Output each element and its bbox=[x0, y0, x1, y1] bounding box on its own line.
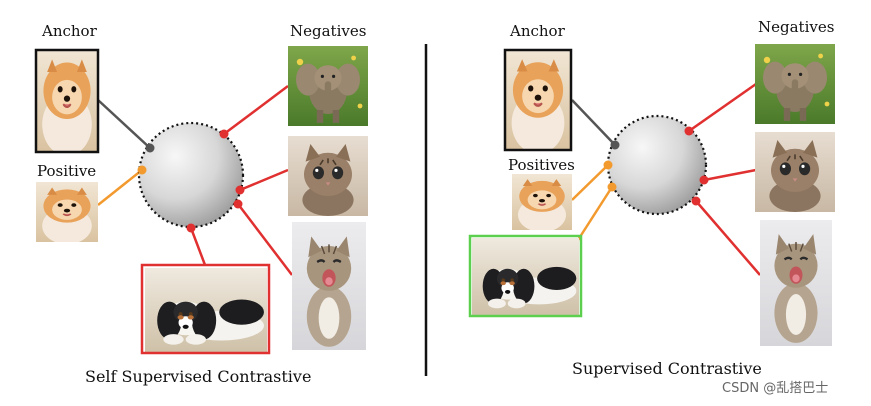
right-negative-link-2 bbox=[703, 168, 757, 182]
right-negative-dot-3 bbox=[691, 196, 701, 206]
left-caption: Self Supervised Contrastive bbox=[85, 367, 311, 386]
left-negative-link-3 bbox=[237, 203, 293, 276]
right-positive-image-pomeranian bbox=[512, 174, 572, 230]
left-negative-dot-2 bbox=[235, 185, 245, 195]
left-positive-label: Positive bbox=[37, 162, 96, 180]
left-negative-image-elephant bbox=[288, 46, 368, 126]
left-negatives-label: Negatives bbox=[290, 22, 366, 40]
right-embedding-sphere bbox=[606, 114, 708, 216]
watermark: CSDN @乱搭巴士 bbox=[722, 380, 828, 396]
right-negative-image-yawning-kitten bbox=[760, 220, 832, 346]
left-negative-image-spaniel bbox=[140, 263, 271, 355]
right-anchor-dot bbox=[610, 140, 620, 150]
left-anchor-image bbox=[34, 48, 100, 154]
right-positive-dot-1 bbox=[603, 160, 613, 170]
right-negative-image-elephant bbox=[755, 44, 835, 124]
left-negative-dot-3 bbox=[233, 199, 243, 209]
right-positive-dot-2 bbox=[607, 182, 617, 192]
left-positive-image bbox=[36, 182, 98, 242]
left-negative-link-2 bbox=[239, 168, 289, 192]
right-anchor-link bbox=[571, 99, 616, 146]
left-negative-image-kitten bbox=[288, 136, 368, 216]
left-positive-dot bbox=[137, 165, 147, 175]
right-positive-link-1 bbox=[571, 164, 609, 201]
left-embedding-sphere bbox=[137, 121, 245, 229]
left-negative-link-1 bbox=[223, 85, 289, 135]
left-negative-dot-1 bbox=[219, 129, 229, 139]
left-positive-link bbox=[97, 169, 143, 206]
left-negative-link-4 bbox=[189, 227, 207, 266]
right-negative-dot-1 bbox=[684, 126, 694, 136]
right-positive-link-2 bbox=[576, 186, 614, 241]
right-positives-label: Positives bbox=[508, 156, 575, 174]
left-anchor-label: Anchor bbox=[41, 22, 98, 40]
right-anchor-label: Anchor bbox=[509, 22, 566, 40]
right-caption: Supervised Contrastive bbox=[572, 359, 762, 378]
left-negative-dot-4 bbox=[186, 223, 196, 233]
right-positive-image-spaniel bbox=[468, 234, 583, 318]
right-negative-dot-2 bbox=[699, 175, 709, 185]
left-anchor-link bbox=[97, 99, 151, 149]
left-anchor-dot bbox=[145, 143, 155, 153]
right-negative-link-1 bbox=[688, 82, 757, 133]
right-anchor-image bbox=[503, 48, 573, 152]
right-negative-link-3 bbox=[695, 200, 761, 276]
right-negative-image-kitten bbox=[755, 132, 835, 212]
right-panel: Anchor Positives Negatives bbox=[468, 18, 835, 378]
left-panel: Anchor Positive Negatives bbox=[34, 22, 368, 386]
right-negatives-label: Negatives bbox=[758, 18, 834, 36]
left-negative-image-yawning-kitten bbox=[292, 222, 366, 350]
